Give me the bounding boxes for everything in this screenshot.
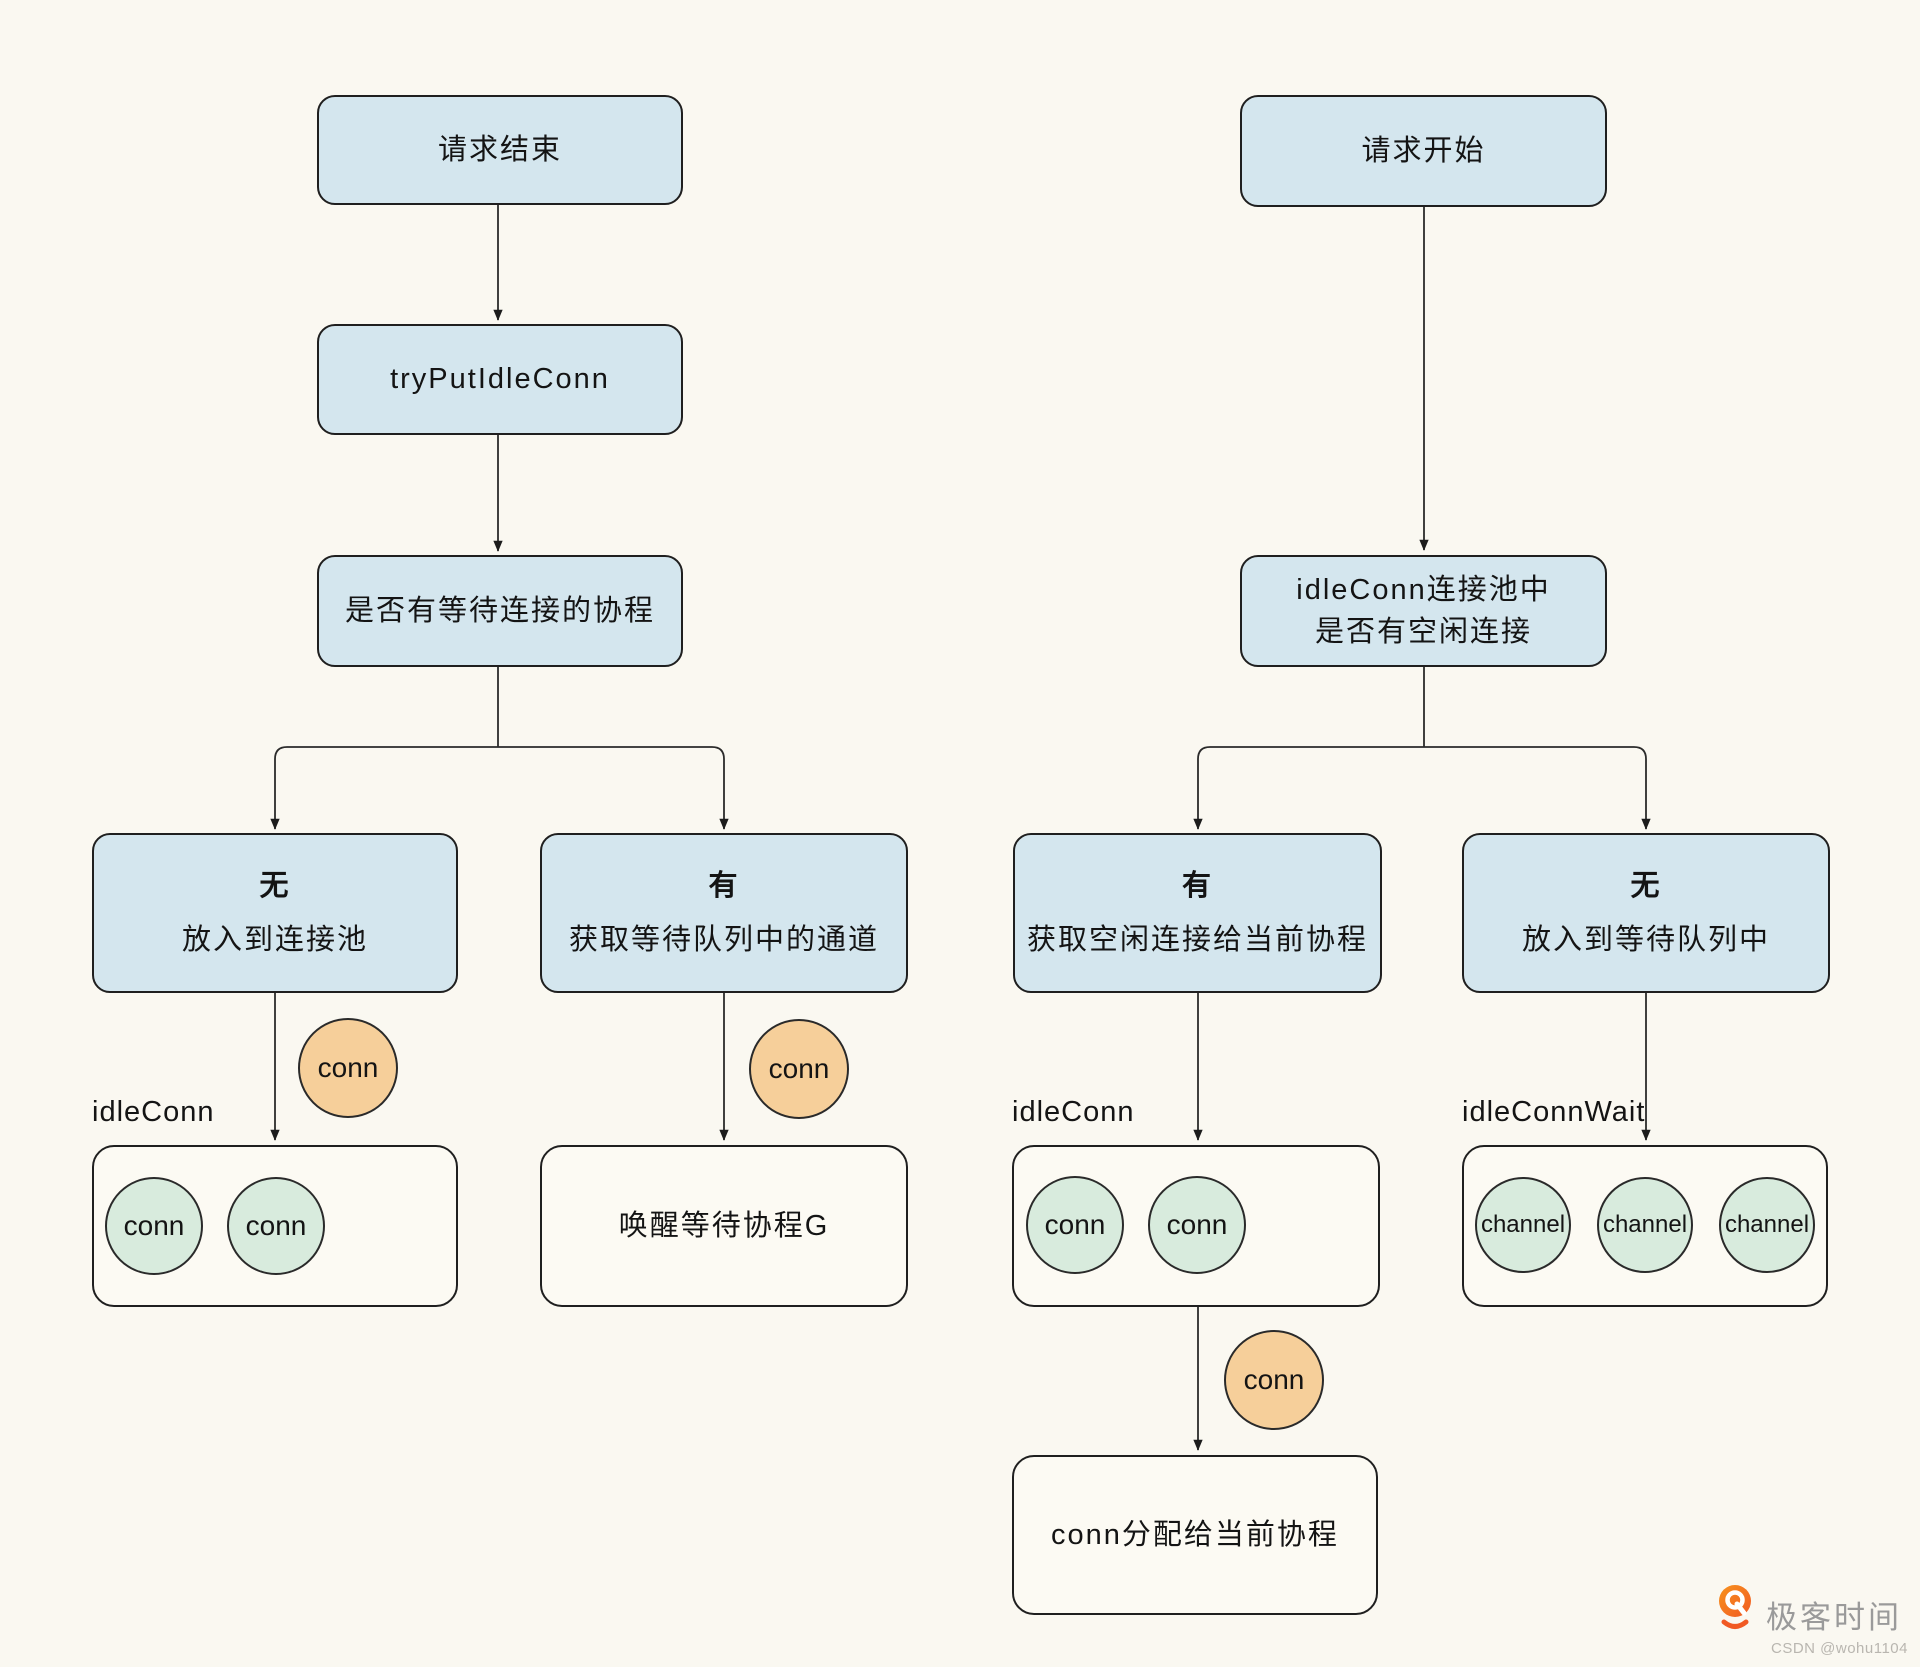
- node-try-put-idle-conn: tryPutIdleConn: [317, 324, 683, 435]
- node-try-put-idle-conn-label: tryPutIdleConn: [390, 363, 610, 396]
- branch-yes-title: 有: [708, 869, 740, 902]
- geektime-logo: 极客时间: [1716, 1584, 1902, 1637]
- node-branch-none-queue: 无 放入到等待队列中: [1462, 833, 1830, 993]
- pool-conn-label: conn: [245, 1210, 307, 1241]
- node-branch-no-put-pool: 无 放入到连接池: [92, 833, 458, 993]
- wait-channel-circle: channel: [1719, 1177, 1815, 1273]
- node-pool-question: idleConn连接池中 是否有空闲连接: [1240, 555, 1607, 667]
- conn-token-assign-label: conn: [1243, 1364, 1305, 1395]
- node-assign-conn: conn分配给当前协程: [1012, 1455, 1378, 1615]
- wait-channel-label: channel: [1602, 1211, 1688, 1238]
- branch-has-title: 有: [1181, 869, 1213, 902]
- node-assign-conn-label: conn分配给当前协程: [1051, 1518, 1339, 1551]
- node-request-start-label: 请求开始: [1361, 134, 1486, 167]
- node-wake-goroutine: 唤醒等待协程G: [540, 1145, 908, 1307]
- node-branch-has-idle: 有 获取空闲连接给当前协程: [1013, 833, 1382, 993]
- arrow-split-to-yes: [498, 746, 729, 830]
- node-pool-question-line1: idleConn连接池中: [1296, 573, 1551, 606]
- arrow-split-to-has: [1193, 746, 1424, 830]
- node-request-start: 请求开始: [1240, 95, 1607, 207]
- conn-token-left-label: conn: [317, 1052, 379, 1083]
- pool-conn-circle: conn: [105, 1177, 203, 1275]
- pool-conn-circle: conn: [1026, 1176, 1124, 1274]
- branch-has-desc: 获取空闲连接给当前协程: [1026, 924, 1368, 956]
- node-branch-yes-get-channel: 有 获取等待队列中的通道: [540, 833, 908, 993]
- conn-token-assign: conn: [1224, 1330, 1324, 1430]
- geektime-logo-icon: [1719, 1585, 1751, 1629]
- node-request-end-label: 请求结束: [437, 133, 562, 166]
- node-request-end: 请求结束: [317, 95, 683, 205]
- csdn-watermark: CSDN @wohu1104: [1770, 1640, 1908, 1657]
- arrow-split-to-no: [270, 746, 498, 830]
- pool-conn-label: conn: [1044, 1209, 1106, 1240]
- wait-channel-label: channel: [1724, 1211, 1810, 1238]
- node-wait-goroutine-question-label: 是否有等待连接的协程: [344, 594, 655, 627]
- wait-channel-label: channel: [1480, 1211, 1566, 1238]
- node-pool-question-line2: 是否有空闲连接: [1314, 616, 1532, 648]
- branch-no-desc: 放入到连接池: [181, 924, 368, 956]
- geektime-logo-text: 极客时间: [1766, 1600, 1902, 1635]
- idleconnwait-label: idleConnWait: [1462, 1096, 1646, 1128]
- pool-conn-label: conn: [1166, 1209, 1228, 1240]
- pool-conn-circle: conn: [1148, 1176, 1246, 1274]
- conn-token-wake: conn: [749, 1019, 849, 1119]
- branch-no-title: 无: [259, 869, 291, 902]
- wait-channel-circle: channel: [1597, 1177, 1693, 1273]
- arrow-split-to-none: [1424, 746, 1651, 830]
- idleconn-label-left: idleConn: [92, 1096, 215, 1128]
- wait-channel-circle: channel: [1475, 1177, 1571, 1273]
- node-wake-goroutine-label: 唤醒等待协程G: [618, 1209, 830, 1242]
- branch-none-desc: 放入到等待队列中: [1521, 924, 1770, 956]
- branch-none-title: 无: [1630, 869, 1662, 902]
- conn-token-left: conn: [298, 1018, 398, 1118]
- pool-conn-circle: conn: [227, 1177, 325, 1275]
- branch-yes-desc: 获取等待队列中的通道: [568, 924, 879, 956]
- pool-conn-label: conn: [123, 1210, 185, 1241]
- conn-token-wake-label: conn: [768, 1053, 830, 1084]
- idleconn-label-right: idleConn: [1012, 1096, 1135, 1128]
- node-wait-goroutine-question: 是否有等待连接的协程: [317, 555, 683, 667]
